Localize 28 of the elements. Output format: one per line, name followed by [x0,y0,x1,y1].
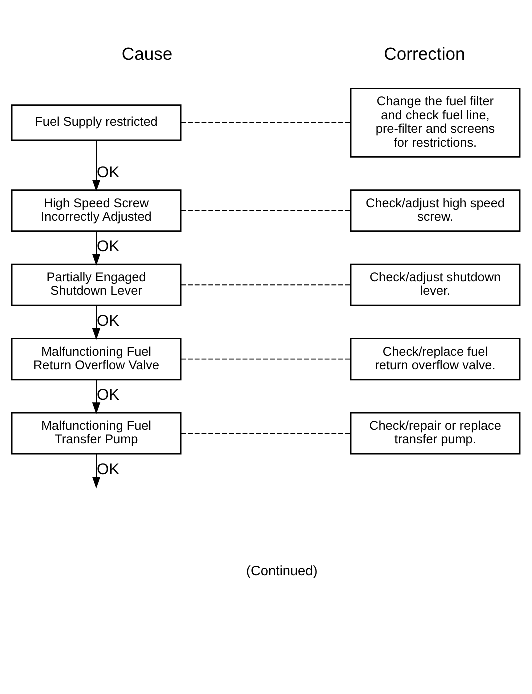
node-box: Partially Engaged Shutdown Lever [11,263,182,306]
node-box: Fuel Supply restricted [11,104,182,141]
node-box: Check/repair or replace transfer pump. [350,412,521,454]
edge-label: OK [96,164,120,181]
arrow [92,230,101,266]
arrow [92,140,101,192]
node-box: Malfunctioning Fuel Transfer Pump [11,412,182,454]
node-box: Check/adjust high speed screw. [350,189,521,232]
arrow [92,304,101,340]
arrow [92,453,101,488]
edge-label: OK [96,238,120,256]
connector [180,432,352,434]
connector [180,358,352,360]
connector [180,210,352,211]
node-box: Change the fuel filter and check fuel line, pre-filter and screens for restrictions. [350,88,521,158]
node-box: Check/adjust shutdown lever. [350,263,521,306]
label: (Continued) [246,562,318,578]
edge-label: OK [96,312,120,330]
connector [180,122,352,123]
label: Correction [384,43,466,64]
node-box: Check/replace fuel return overflow valve. [350,338,521,380]
node-box: Malfunctioning Fuel Return Overflow Valve [11,338,182,380]
node-box: High Speed Screw Incorrectly Adjusted [11,189,182,232]
edge-label: OK [96,460,120,478]
arrow [92,379,101,414]
edge-label: OK [96,386,120,404]
connector [180,284,352,286]
label: Cause [122,43,173,64]
